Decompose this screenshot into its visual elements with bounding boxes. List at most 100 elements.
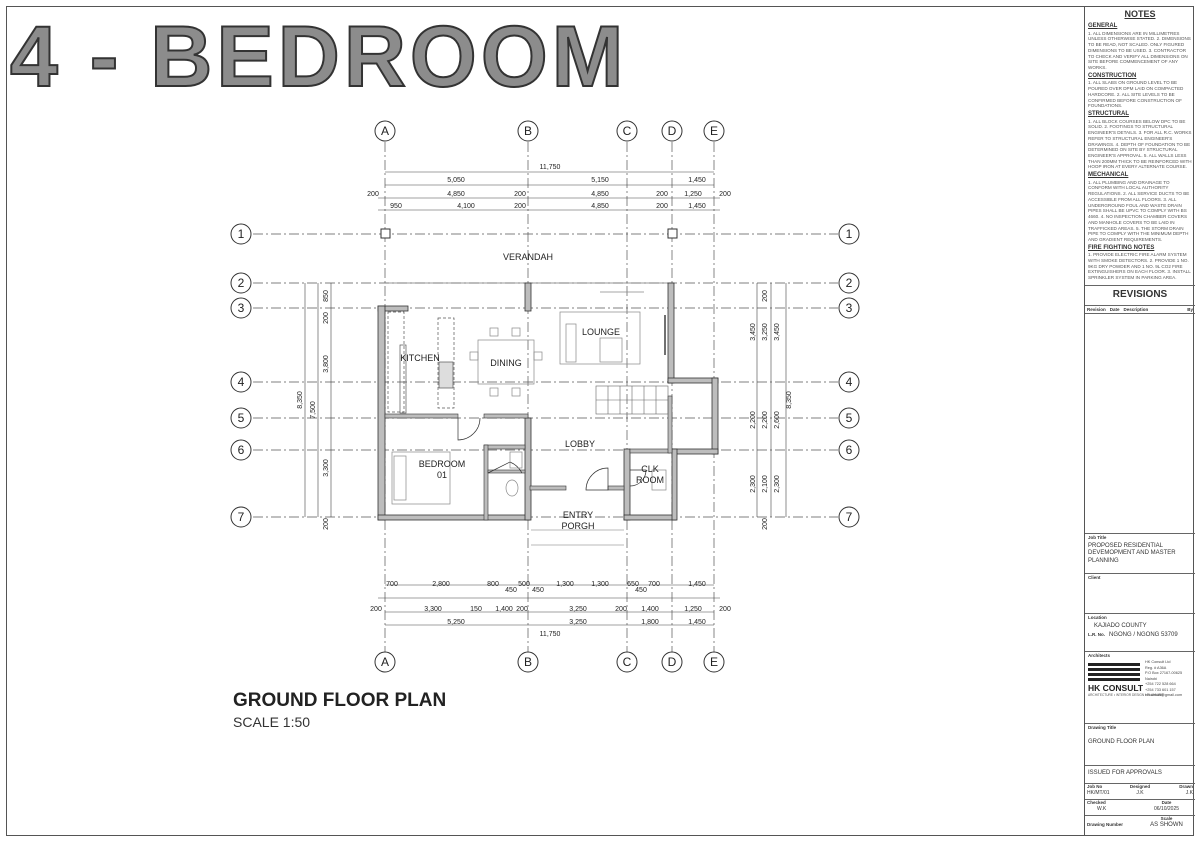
dim-text: 200 (514, 203, 526, 210)
grid-label: 6 (238, 443, 245, 457)
firm-logo (1088, 662, 1192, 681)
dim-text: 1,300 (556, 581, 574, 588)
dim-text: 200 (323, 518, 330, 530)
location-label: Location (1088, 615, 1107, 620)
dim-text: 200 (656, 203, 668, 210)
grid-bubble-b-bottom: B (517, 651, 539, 673)
floor-plan: A B C D E A B C D E 1 2 3 4 5 6 7 1 2 3 … (230, 120, 860, 673)
dim-text: 4,850 (591, 191, 609, 198)
dim-text: 200 (516, 606, 528, 613)
client-cell: Client (1085, 574, 1195, 614)
grid-label: B (524, 655, 532, 669)
grid-label: D (668, 124, 677, 138)
client-label: Client (1088, 575, 1101, 580)
grid-label: E (710, 655, 718, 669)
dim-text: 8,350 (786, 391, 793, 409)
dim-text: 500 (518, 581, 530, 588)
dim-text: 2,600 (774, 411, 781, 429)
drawing-number-cell: Drawing Number Scale AS SHOWN (1085, 816, 1195, 836)
designed-label: Designed (1129, 784, 1151, 789)
grid-bubble-1-left: 1 (230, 223, 252, 245)
grid-label: C (623, 124, 632, 138)
drawn: J.K (1185, 789, 1193, 796)
room-label-clk: CLK (641, 464, 659, 474)
grid-lines (253, 142, 838, 652)
dim-text: 2,200 (750, 411, 757, 429)
grid-label: D (668, 655, 677, 669)
room-label-lobby: LOBBY (565, 439, 595, 449)
revisions-title: REVISIONS (1085, 286, 1195, 306)
address-line: P.O Box 27167-00625 (1145, 671, 1183, 675)
grid-bubble-2-right: 2 (838, 272, 860, 294)
address-line: Nairobi (1145, 676, 1158, 681)
grid-label: 3 (238, 301, 245, 315)
dim-text: 800 (487, 581, 499, 588)
firm-tagline: ARCHITECTURE • INTERIOR DESIGN • PLANNIN… (1088, 693, 1164, 698)
dim-text: 2,300 (750, 475, 757, 493)
drawing-title: GROUND FLOOR PLAN (1088, 738, 1155, 745)
verandah-columns (380, 228, 678, 239)
dim-text: 1,400 (495, 606, 513, 613)
rev-col: Revision (1087, 306, 1106, 312)
grid-label: 4 (846, 375, 853, 389)
grid-label: 2 (238, 276, 245, 290)
main-title: 4 - BEDROOM (9, 9, 628, 105)
grid-bubble-d-bottom: D (661, 651, 683, 673)
room-label-verandah: VERANDAH (503, 252, 553, 262)
grid-bubble-4-left: 4 (230, 371, 252, 393)
date-label: Date (1161, 800, 1172, 805)
dim-text: 1,450 (688, 203, 706, 210)
drawn-label: Drawn (1179, 784, 1193, 789)
checked-label: Checked (1087, 800, 1106, 805)
notes-text: 1. ALL PLUMBING AND DRAINAGE TO CONFORM … (1088, 179, 1190, 243)
room-label-lounge: LOUNGE (582, 327, 620, 337)
dim-text: 3,250 (762, 323, 769, 341)
scale: AS SHOWN (1150, 821, 1183, 828)
dim-text: 3,300 (424, 606, 442, 613)
dim-text: 200 (762, 518, 769, 530)
dim-text: 2,100 (762, 475, 769, 493)
grid-label: 7 (846, 510, 853, 524)
grid-bubble-7-left: 7 (230, 506, 252, 528)
kitchen-fittings (387, 311, 455, 414)
room-label-dining: DINING (490, 358, 522, 368)
lr-value: NGONG / NGONG 53709 (1109, 632, 1178, 639)
stairs (595, 385, 669, 415)
checked: W.K (1097, 805, 1107, 812)
dim-text: 5,050 (447, 177, 465, 184)
address-line: +254 722 528 664 (1145, 682, 1176, 686)
room-labels: VERANDAH KITCHEN DINING LOUNGE LOBBY BED… (400, 252, 664, 531)
dim-text: 850 (323, 290, 330, 302)
grid-bubble-6-right: 6 (838, 439, 860, 461)
rev-col: Description (1123, 306, 1149, 312)
room-label-entry: ENTRY (563, 510, 593, 520)
dim-text: 450 (532, 587, 544, 594)
dim-text: 4,850 (447, 191, 465, 198)
location-cell: Location KAJIADO COUNTY L.R. No. NGONG /… (1085, 614, 1195, 652)
address-line: Reg. # A36A (1145, 665, 1167, 670)
dim-text: 200 (514, 191, 526, 198)
notes-heading: MECHANICAL (1088, 172, 1129, 179)
dim-text: 3,250 (569, 606, 587, 613)
grid-label: 4 (238, 375, 245, 389)
status: ISSUED FOR APPROVALS (1088, 770, 1162, 776)
lr-label: L.R. No. (1088, 632, 1105, 638)
dim-text: 3,300 (323, 459, 330, 477)
grid-label: 5 (846, 411, 853, 425)
grid-label: A (381, 124, 389, 138)
room-label-porgh: PORGH (561, 521, 594, 531)
notes-panel: NOTES GENERAL 1. ALL DIMENSIONS ARE IN M… (1085, 6, 1195, 286)
architects-label: Architects (1088, 653, 1111, 658)
notes-heading: CONSTRUCTION (1088, 72, 1137, 79)
check-info-grid: Checked Date W.K 06/10/2025 (1087, 800, 1193, 812)
bed (391, 451, 451, 505)
dim-text: 150 (470, 606, 482, 613)
title-block: NOTES GENERAL 1. ALL DIMENSIONS ARE IN M… (1084, 6, 1195, 836)
revisions-header: Revision Date Description By (1085, 306, 1195, 315)
grid-label: 3 (846, 301, 853, 315)
job-no: HK/MT/01 (1087, 789, 1110, 796)
grid-bubble-c-top: C (616, 120, 638, 142)
dim-text: 1,250 (684, 191, 702, 198)
dim-text: 650 (627, 581, 639, 588)
